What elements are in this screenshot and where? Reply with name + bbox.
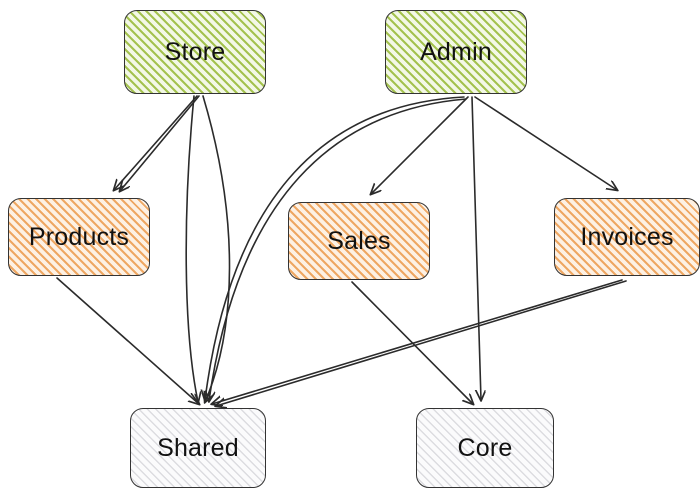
node-label-products: Products — [28, 222, 130, 251]
node-sales[interactable]: Sales — [288, 202, 430, 280]
edge-admin-core — [471, 96, 481, 400]
node-invoices[interactable]: Invoices — [554, 198, 700, 276]
node-shared[interactable]: Shared — [130, 408, 266, 488]
node-label-sales: Sales — [327, 226, 391, 255]
node-label-core: Core — [457, 433, 513, 462]
edge-admin-shared-a — [205, 96, 465, 400]
node-label-admin: Admin — [420, 37, 492, 66]
edge-admin-sales — [371, 96, 469, 194]
node-core[interactable]: Core — [416, 408, 554, 488]
edge-invoices-shared-a — [212, 279, 623, 404]
node-products[interactable]: Products — [8, 198, 150, 276]
node-label-shared: Shared — [157, 433, 239, 462]
edge-group — [56, 95, 627, 406]
edge-store-shared-a — [185, 95, 198, 402]
edge-admin-invoices — [474, 96, 617, 190]
node-label-invoices: Invoices — [580, 222, 674, 251]
edge-products-shared — [56, 277, 199, 404]
node-store[interactable]: Store — [124, 10, 266, 94]
node-admin[interactable]: Admin — [385, 10, 527, 94]
edge-store-shared-b — [202, 95, 231, 402]
edge-admin-shared-b — [209, 98, 467, 401]
edge-invoices-shared-b — [216, 280, 627, 406]
node-label-store: Store — [164, 37, 226, 66]
edge-store-products-a — [114, 95, 198, 190]
edge-store-products-b — [120, 95, 200, 191]
